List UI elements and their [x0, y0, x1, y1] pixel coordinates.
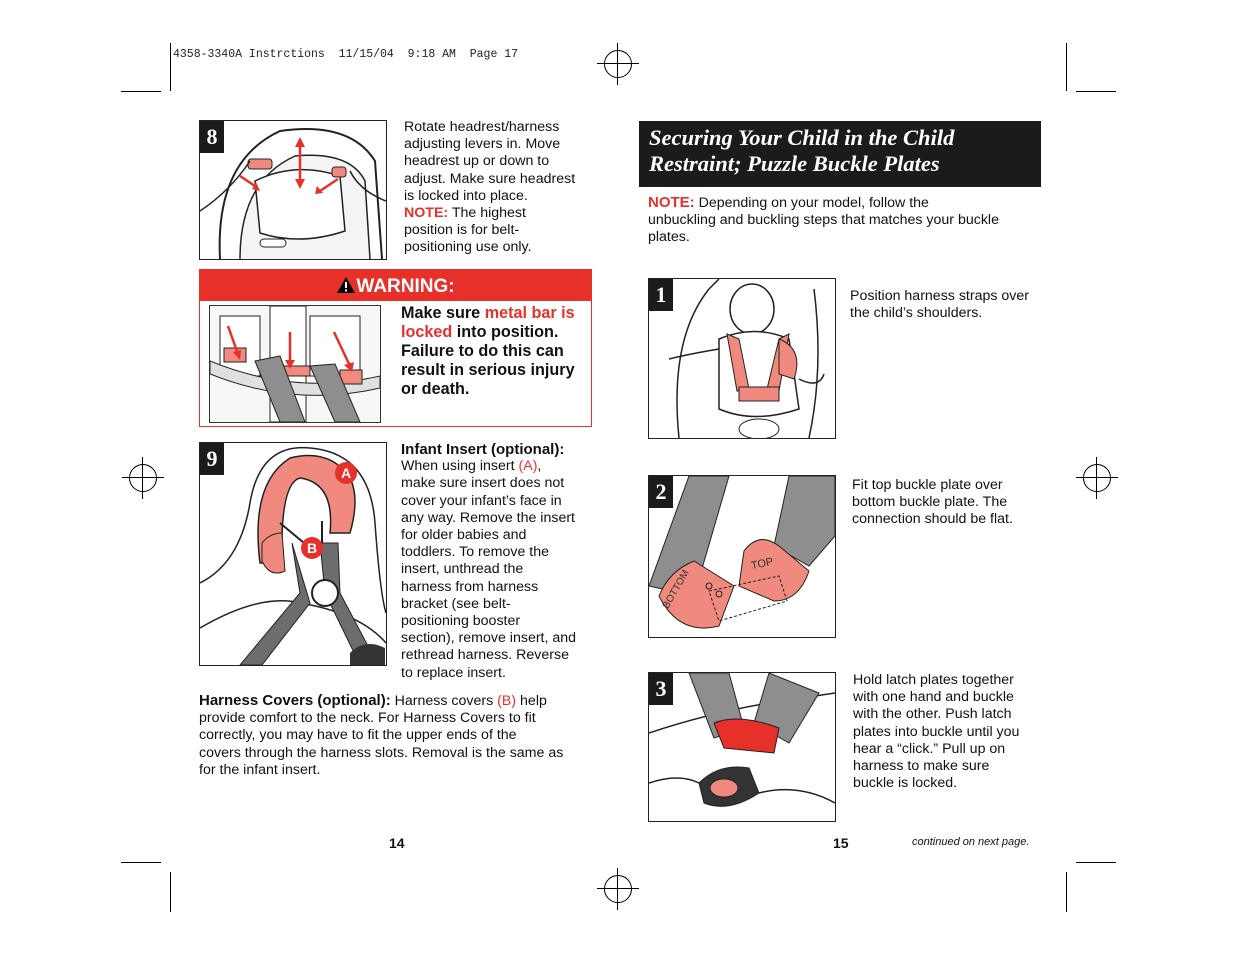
section-title: Securing Your Child in the Child Restrai…: [639, 121, 1041, 187]
warning-box: WARNING: Make sure metal bar is locked i…: [199, 269, 592, 427]
label-b-badge: B: [301, 537, 323, 559]
step-2-illustration: 2 TOP BOTTOM: [648, 475, 836, 638]
warning-header: WARNING:: [200, 270, 591, 301]
headrest-illustration: [200, 128, 386, 259]
step-8-text: Rotate headrest/harness adjusting levers…: [404, 119, 576, 256]
infant-insert-illustration: [200, 446, 386, 665]
step-3-illustration: 3: [648, 672, 836, 822]
harness-covers-text: Harness Covers (optional): Harness cover…: [199, 692, 564, 778]
metal-bar-illustration: [209, 305, 381, 423]
harness-covers-heading: Harness Covers (optional):: [199, 692, 391, 709]
page-number-left: 14: [389, 835, 405, 851]
step-2-text: Fit top buckle plate over bottom buckle …: [852, 477, 1013, 528]
step-9-text: Infant Insert (optional): When using ins…: [401, 441, 593, 682]
print-slug: 4358-3340A Instrctions 11/15/04 9:18 AM …: [173, 48, 519, 61]
step-9-number: 9: [200, 443, 224, 475]
page-number-right: 15: [833, 835, 849, 851]
infant-insert-heading: Infant Insert (optional):: [401, 441, 565, 458]
step-3-text: Hold latch plates together with one hand…: [853, 672, 1020, 792]
registration-mark-top: [597, 43, 639, 85]
step-1-text: Position harness straps over the child’s…: [850, 288, 1030, 322]
warning-title: WARNING:: [356, 276, 455, 297]
warning-highlight: metal bar is locked: [401, 304, 575, 341]
latch-buckle-illustration: [649, 673, 835, 807]
step-1-number: 1: [649, 279, 673, 311]
buckle-plates-illustration: [649, 476, 835, 629]
step-1-illustration: 1: [648, 278, 836, 439]
step-3-number: 3: [649, 673, 673, 705]
right-note: NOTE: Depending on your model, follow th…: [648, 194, 999, 246]
step-2-number: 2: [649, 476, 673, 508]
registration-mark-bottom: [597, 868, 639, 910]
label-a-badge: A: [335, 462, 357, 484]
step-8-illustration: 8: [199, 120, 387, 260]
warning-triangle-icon: [337, 277, 356, 293]
right-note-label: NOTE:: [648, 194, 695, 211]
continued-note: continued on next page.: [912, 836, 1030, 848]
registration-mark-left: [122, 457, 164, 499]
child-in-seat-illustration: [668, 279, 825, 438]
registration-mark-right: [1076, 457, 1118, 499]
step-8-number: 8: [200, 121, 224, 153]
note-label: NOTE:: [404, 205, 449, 222]
step-9-illustration: 9 A B: [199, 442, 387, 666]
warning-text: Make sure metal bar is locked into posit…: [401, 304, 575, 398]
